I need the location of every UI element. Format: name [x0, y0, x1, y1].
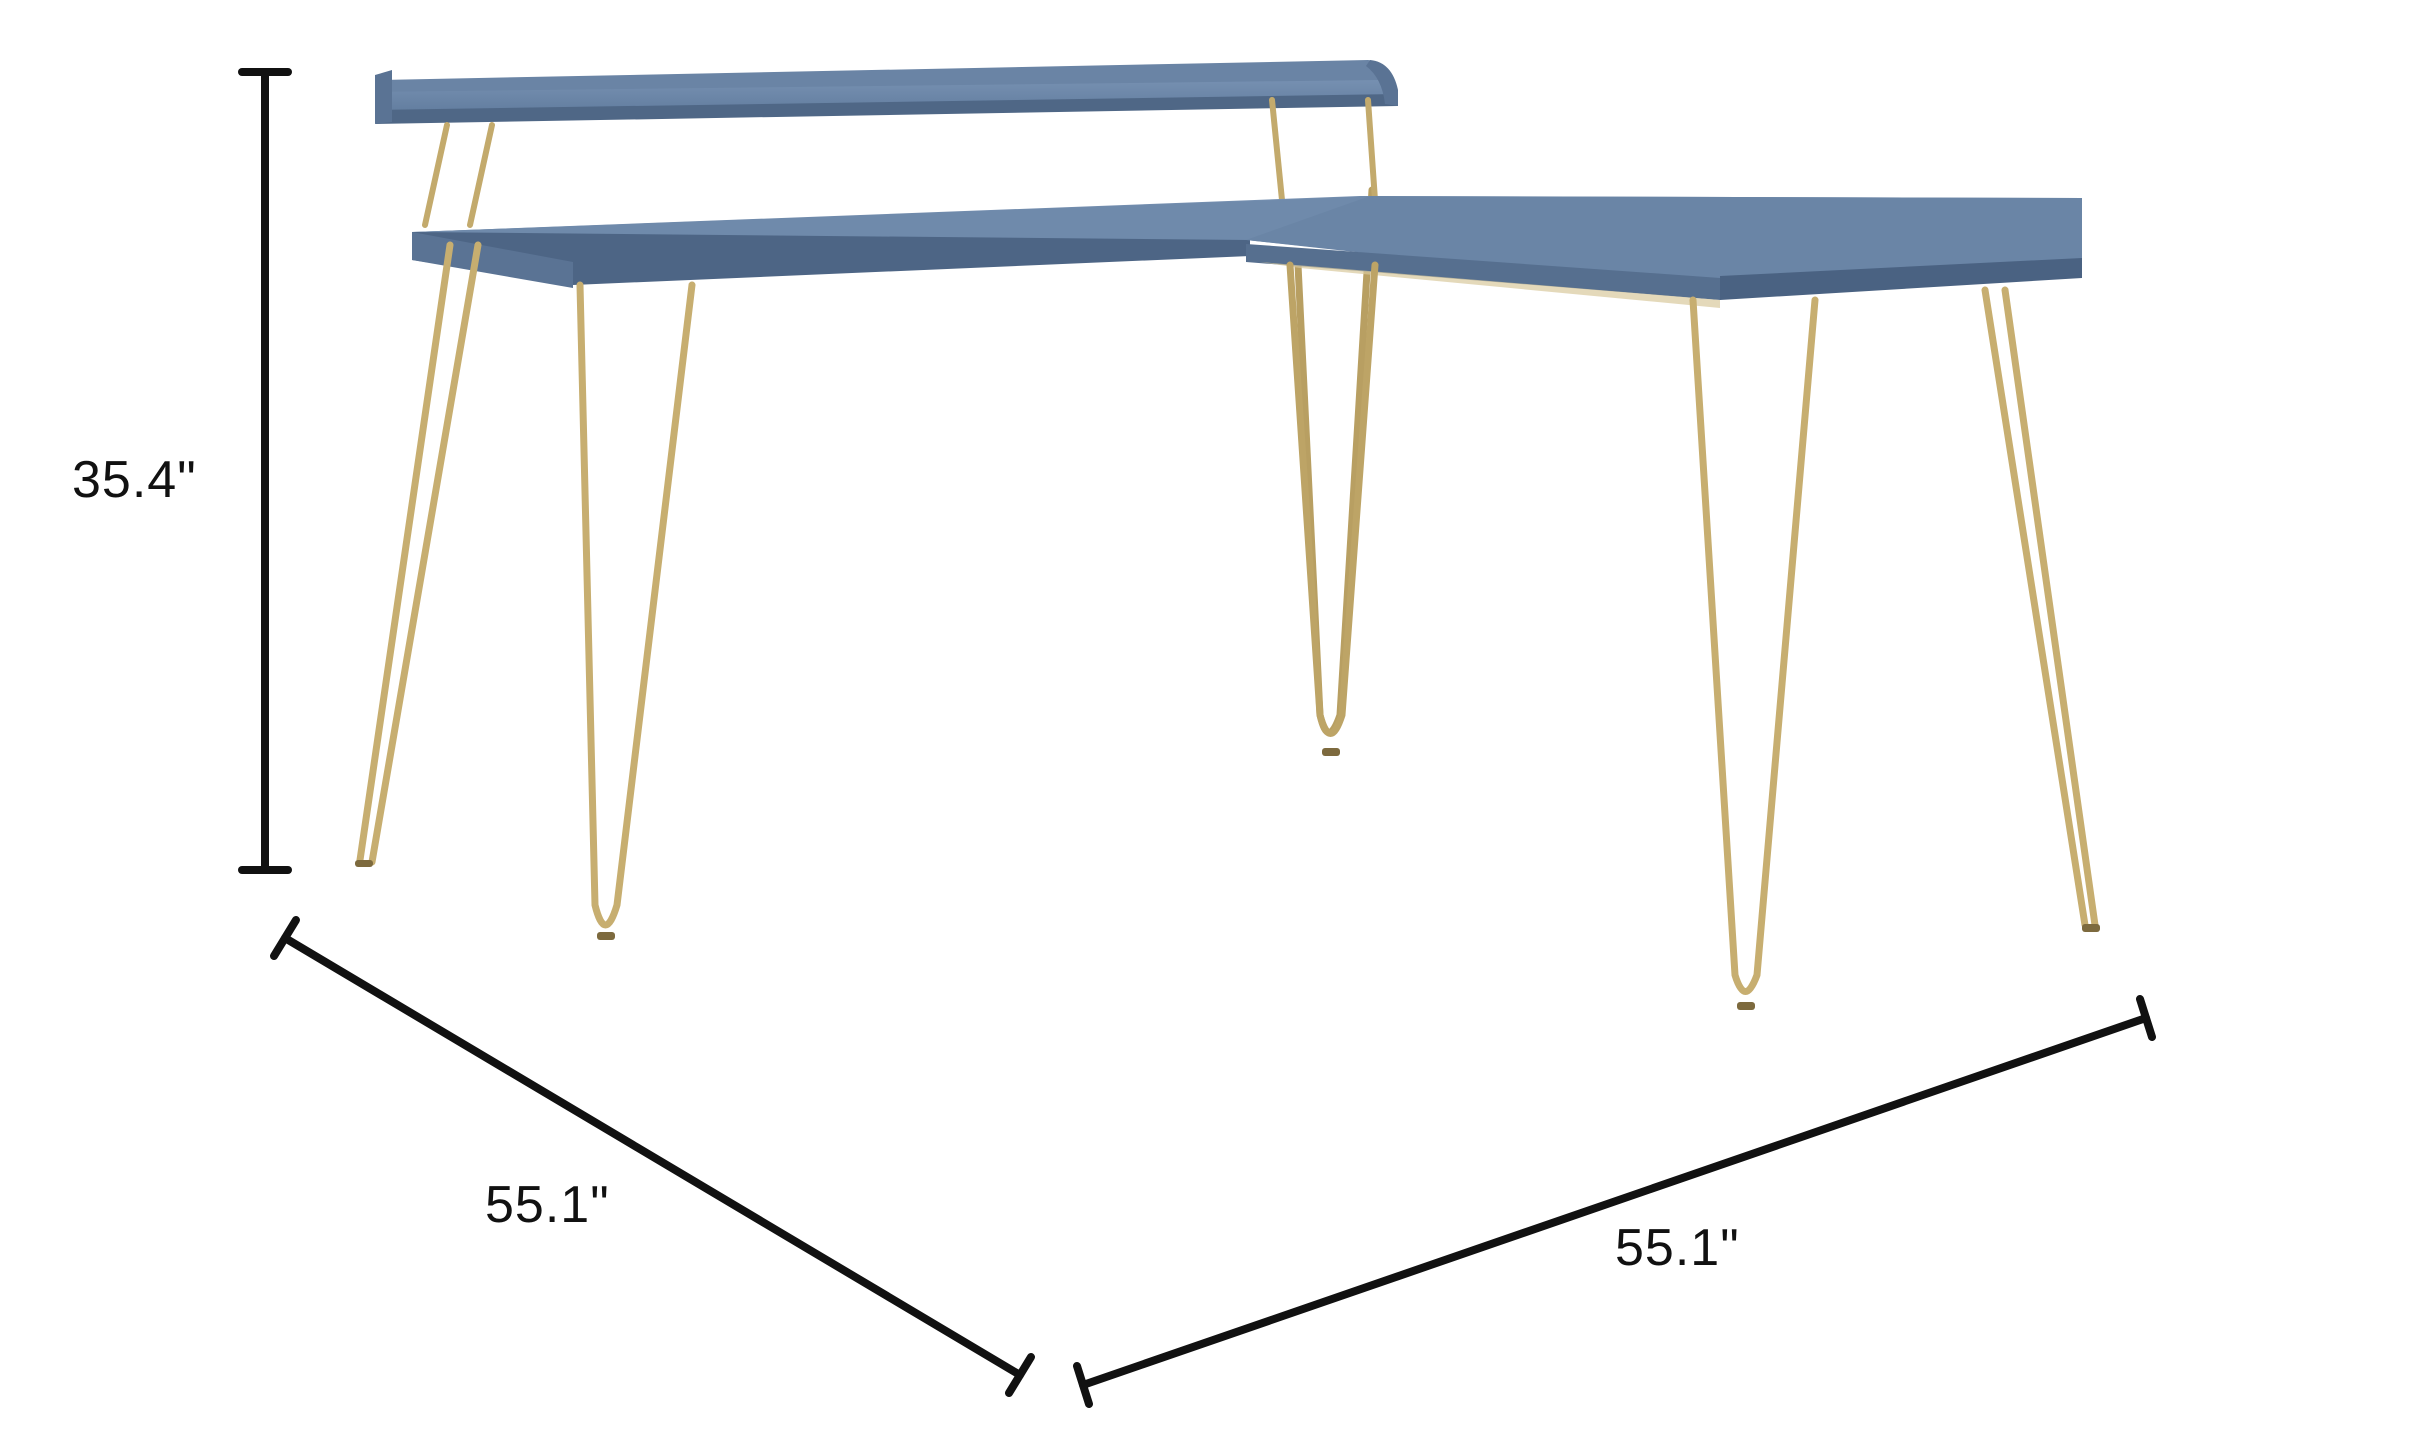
return-right-hairpin-leg: [1981, 286, 2099, 929]
width-dimension-label: 55.1": [1615, 1219, 1740, 1277]
riser-supports: [422, 97, 1378, 228]
depth-dimension-label: 55.1": [485, 1176, 610, 1234]
corner-hairpin-leg: [1286, 261, 1379, 737]
depth-dimension-line: [270, 916, 1035, 1397]
l-shaped-desktop: [412, 196, 2082, 308]
front-center-hairpin-leg: [576, 281, 696, 929]
front-left-hairpin-leg: [356, 241, 482, 866]
height-dimension-line: [238, 68, 292, 874]
height-dimension-label: 35.4": [72, 451, 197, 509]
leg-feet: [355, 748, 2100, 1010]
return-front-hairpin-leg: [1689, 296, 1819, 995]
riser-shelf: [375, 60, 1398, 124]
width-dimension-line: [1073, 995, 2156, 1408]
